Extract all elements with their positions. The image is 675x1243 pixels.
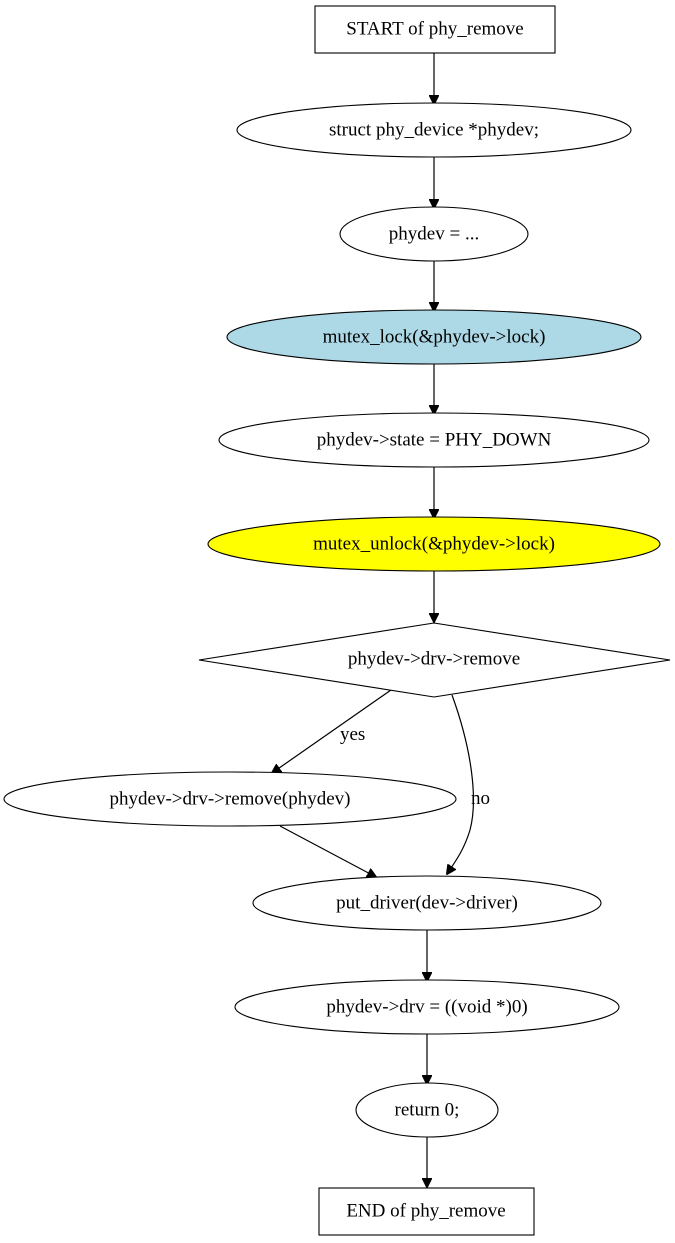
edge-label-yes: yes bbox=[340, 724, 365, 745]
node-lock-shape bbox=[226, 309, 642, 365]
node-cond-label: phydev->drv->remove bbox=[348, 648, 520, 669]
node-remove-call: phydev->drv->remove(phydev) bbox=[3, 771, 457, 827]
node-decl-label: struct phy_device *phydev; bbox=[329, 119, 539, 140]
node-end-label: END of phy_remove bbox=[346, 1200, 505, 1221]
node-unlock-shape bbox=[207, 516, 661, 572]
edge-cond-yes bbox=[272, 689, 392, 773]
node-remove-call-label: phydev->drv->remove(phydev) bbox=[110, 788, 351, 809]
node-state: phydev->state = PHY_DOWN bbox=[218, 412, 650, 468]
node-unlock-label: mutex_unlock(&phydev->lock) bbox=[313, 533, 555, 554]
node-start: START of phy_remove bbox=[314, 5, 556, 54]
node-end: END of phy_remove bbox=[318, 1187, 535, 1236]
edge-label-no: no bbox=[471, 788, 490, 809]
node-lock: mutex_lock(&phydev->lock) bbox=[226, 309, 642, 365]
node-return-label: return 0; bbox=[395, 1099, 460, 1120]
node-assign-label: phydev = ... bbox=[389, 223, 479, 244]
edge-remove-to-put bbox=[279, 825, 376, 877]
edges: yes no bbox=[272, 53, 490, 1187]
node-put-driver-label: put_driver(dev->driver) bbox=[336, 892, 518, 913]
node-state-label: phydev->state = PHY_DOWN bbox=[317, 429, 552, 450]
node-lock-label: mutex_lock(&phydev->lock) bbox=[323, 326, 546, 347]
node-drv-null: phydev->drv = ((void *)0) bbox=[234, 979, 620, 1035]
node-decl: struct phy_device *phydev; bbox=[236, 102, 632, 158]
node-drv-null-label: phydev->drv = ((void *)0) bbox=[326, 996, 527, 1017]
node-unlock: mutex_unlock(&phydev->lock) bbox=[207, 516, 661, 572]
node-put-driver: put_driver(dev->driver) bbox=[252, 875, 602, 931]
node-assign: phydev = ... bbox=[339, 206, 529, 262]
node-start-label: START of phy_remove bbox=[346, 18, 523, 39]
edge-cond-no bbox=[447, 694, 474, 874]
node-return: return 0; bbox=[355, 1082, 499, 1138]
node-cond: phydev->drv->remove bbox=[198, 622, 671, 698]
